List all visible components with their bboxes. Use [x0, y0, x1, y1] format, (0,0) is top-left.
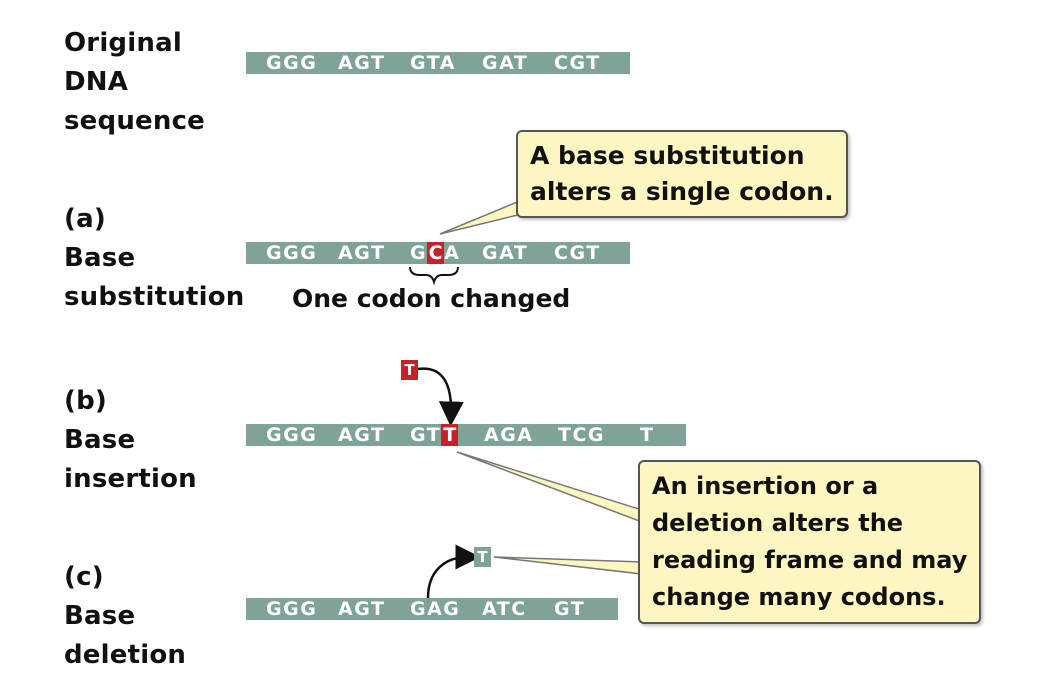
- codon: ATC: [482, 598, 527, 620]
- codon: GGG: [266, 424, 318, 446]
- codon: CGT: [554, 242, 601, 264]
- codon: GAT: [482, 52, 529, 74]
- label-line: (c): [64, 562, 104, 592]
- callout-line: reading frame and may: [652, 546, 968, 574]
- inserted-base: T: [441, 424, 459, 446]
- callout-line: alters a single codon.: [530, 177, 834, 206]
- substitution-label: (a) Base substitution: [64, 200, 244, 317]
- label-line: sequence: [64, 106, 206, 136]
- original-dna-strand: GGG AGT GTA GAT CGT: [246, 52, 630, 74]
- codon: GGG: [266, 598, 318, 620]
- original-label: Original DNA sequence: [64, 24, 205, 141]
- inserted-base-marker: T: [401, 360, 418, 380]
- codon: AGA: [484, 424, 534, 446]
- callout-line: An insertion or a: [652, 472, 879, 500]
- insertion-callout-pointer: [456, 451, 643, 524]
- codon: AGT: [338, 242, 386, 264]
- codon: CGT: [554, 52, 601, 74]
- label-line: substitution: [64, 282, 245, 312]
- codon: T: [640, 424, 655, 446]
- deletion-dna-strand: GGG AGT GAG ATC GT: [246, 598, 618, 620]
- substitution-callout: A base substitution alters a single codo…: [516, 130, 848, 218]
- label-line: insertion: [64, 464, 197, 494]
- base: A: [444, 242, 461, 264]
- substituted-base: C: [427, 242, 445, 264]
- label-line: DNA: [64, 67, 129, 97]
- connector-layer: [409, 199, 643, 599]
- deletion-arrow: [426, 544, 481, 599]
- deletion-callout-pointer: [493, 556, 643, 575]
- deletion-label: (c) Base deletion: [64, 558, 186, 675]
- mutated-codon: GCA: [410, 242, 460, 264]
- codon: GTA: [410, 52, 456, 74]
- label-line: (b): [64, 386, 107, 416]
- codon: GAT: [482, 242, 529, 264]
- callout-line: deletion alters the: [652, 509, 904, 537]
- frameshift-callout: An insertion or a deletion alters the re…: [638, 460, 982, 624]
- label-line: Original: [64, 28, 182, 58]
- codon: AGT: [338, 424, 386, 446]
- base: G: [410, 242, 428, 264]
- insertion-arrow: [417, 367, 464, 427]
- codon: AGT: [338, 52, 386, 74]
- substitution-dna-strand: GGG AGT GCA GAT CGT: [246, 242, 630, 264]
- codon: GGG: [266, 52, 318, 74]
- base: GT: [410, 424, 442, 446]
- one-codon-changed-caption: One codon changed: [292, 284, 571, 313]
- deleted-base-marker: T: [474, 547, 491, 567]
- label-line: deletion: [64, 640, 187, 670]
- codon: AGT: [338, 598, 386, 620]
- label-line: (a): [64, 204, 106, 234]
- label-line: Base: [64, 601, 136, 631]
- insertion-label: (b) Base insertion: [64, 382, 197, 499]
- codon: GT: [554, 598, 586, 620]
- label-line: Base: [64, 425, 136, 455]
- callout-line: change many codons.: [652, 583, 946, 611]
- codon: GAG: [410, 598, 461, 620]
- codon: TCG: [558, 424, 605, 446]
- codon: GGG: [266, 242, 318, 264]
- codon-brace: [409, 266, 459, 286]
- label-line: Base: [64, 243, 136, 273]
- callout-line: A base substitution: [530, 141, 805, 170]
